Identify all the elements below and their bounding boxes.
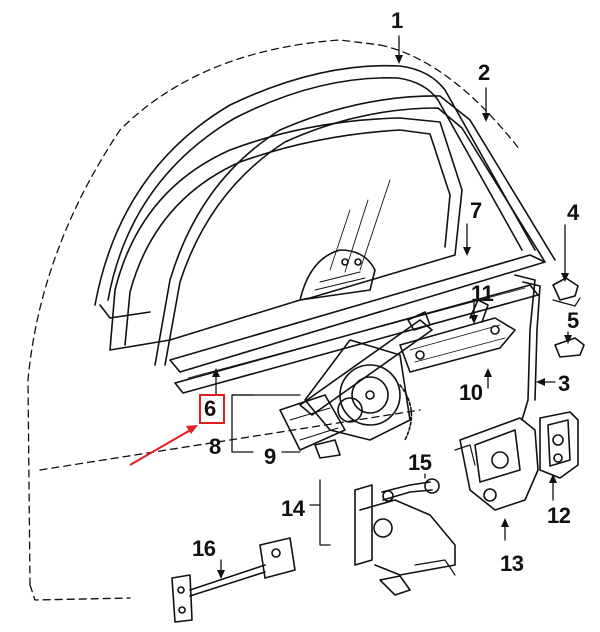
callout-13: 13	[500, 551, 524, 576]
callout-16: 16	[192, 536, 216, 561]
door-hinge	[354, 484, 456, 596]
callout-8: 8	[209, 434, 221, 459]
highlight-box-part-6	[199, 394, 225, 424]
callout-5: 5	[567, 308, 579, 333]
callout-11: 11	[471, 281, 494, 306]
callout-12: 12	[547, 503, 571, 528]
door-glass	[109, 117, 463, 351]
lock-rod	[381, 478, 440, 502]
glass-run-channel	[154, 95, 556, 366]
door-panel-outline	[27, 39, 521, 601]
callout-14: 14	[281, 496, 305, 521]
lock-assemblies	[454, 411, 579, 511]
front-run-channel	[514, 274, 541, 421]
callout-6: 6	[204, 396, 216, 421]
window-regulator	[279, 299, 516, 459]
callout-3: 3	[558, 371, 570, 396]
callout-15: 15	[408, 450, 432, 475]
leader-arrowheads	[212, 55, 572, 579]
callout-9: 9	[264, 444, 276, 469]
window-frame	[94, 64, 536, 319]
callout-1: 1	[391, 8, 403, 33]
callout-4: 4	[567, 200, 579, 225]
door-check	[171, 537, 296, 623]
callout-10: 10	[459, 380, 483, 405]
callout-2: 2	[478, 60, 490, 85]
callout-7: 7	[470, 198, 482, 223]
highlight-arrow	[129, 425, 198, 466]
